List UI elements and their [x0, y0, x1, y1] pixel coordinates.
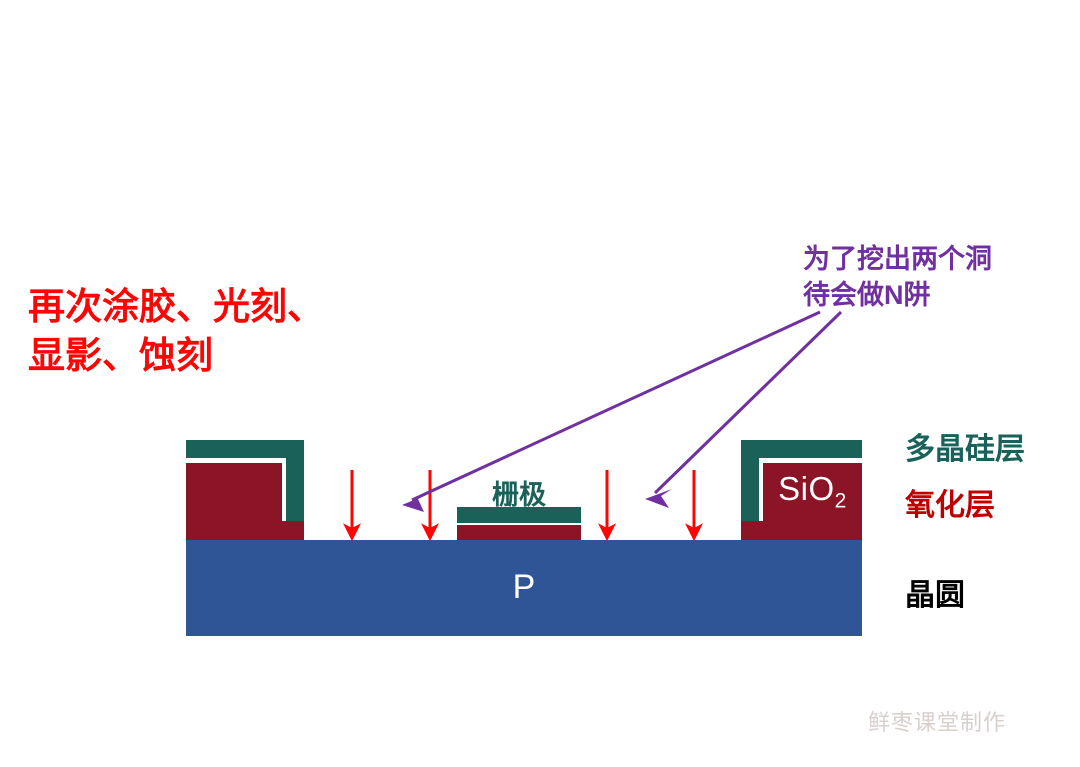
p-type-substrate — [186, 540, 862, 636]
gate-polysilicon-bar — [457, 507, 581, 523]
left-stack-polysilicon-top — [186, 440, 304, 458]
gate-oxide-bar — [457, 525, 581, 541]
left-stack-oxide-body — [186, 463, 282, 540]
right-stack-oxide-foot — [741, 521, 765, 540]
purpose-annotation: 为了挖出两个洞 待会做N阱 — [803, 244, 992, 310]
left-stack-polysilicon-column — [286, 440, 304, 540]
legend-oxide-layer: 氧化层 — [905, 489, 995, 522]
substrate-label: P — [512, 568, 536, 606]
watermark: 鲜枣课堂制作 — [868, 710, 1007, 735]
left-stack-oxide-foot — [282, 521, 304, 540]
process-step-annotation: 再次涂胶、光刻、 显影、蚀刻 — [28, 286, 324, 376]
right-stack-polysilicon-top — [741, 440, 862, 458]
legend-polysilicon-layer: 多晶硅层 — [905, 433, 1025, 466]
sio2-label: SiO2 — [763, 470, 862, 514]
legend-wafer: 晶圆 — [905, 579, 965, 612]
sio2-label-subscript: 2 — [834, 489, 847, 513]
sio2-label-main: SiO — [778, 470, 835, 507]
